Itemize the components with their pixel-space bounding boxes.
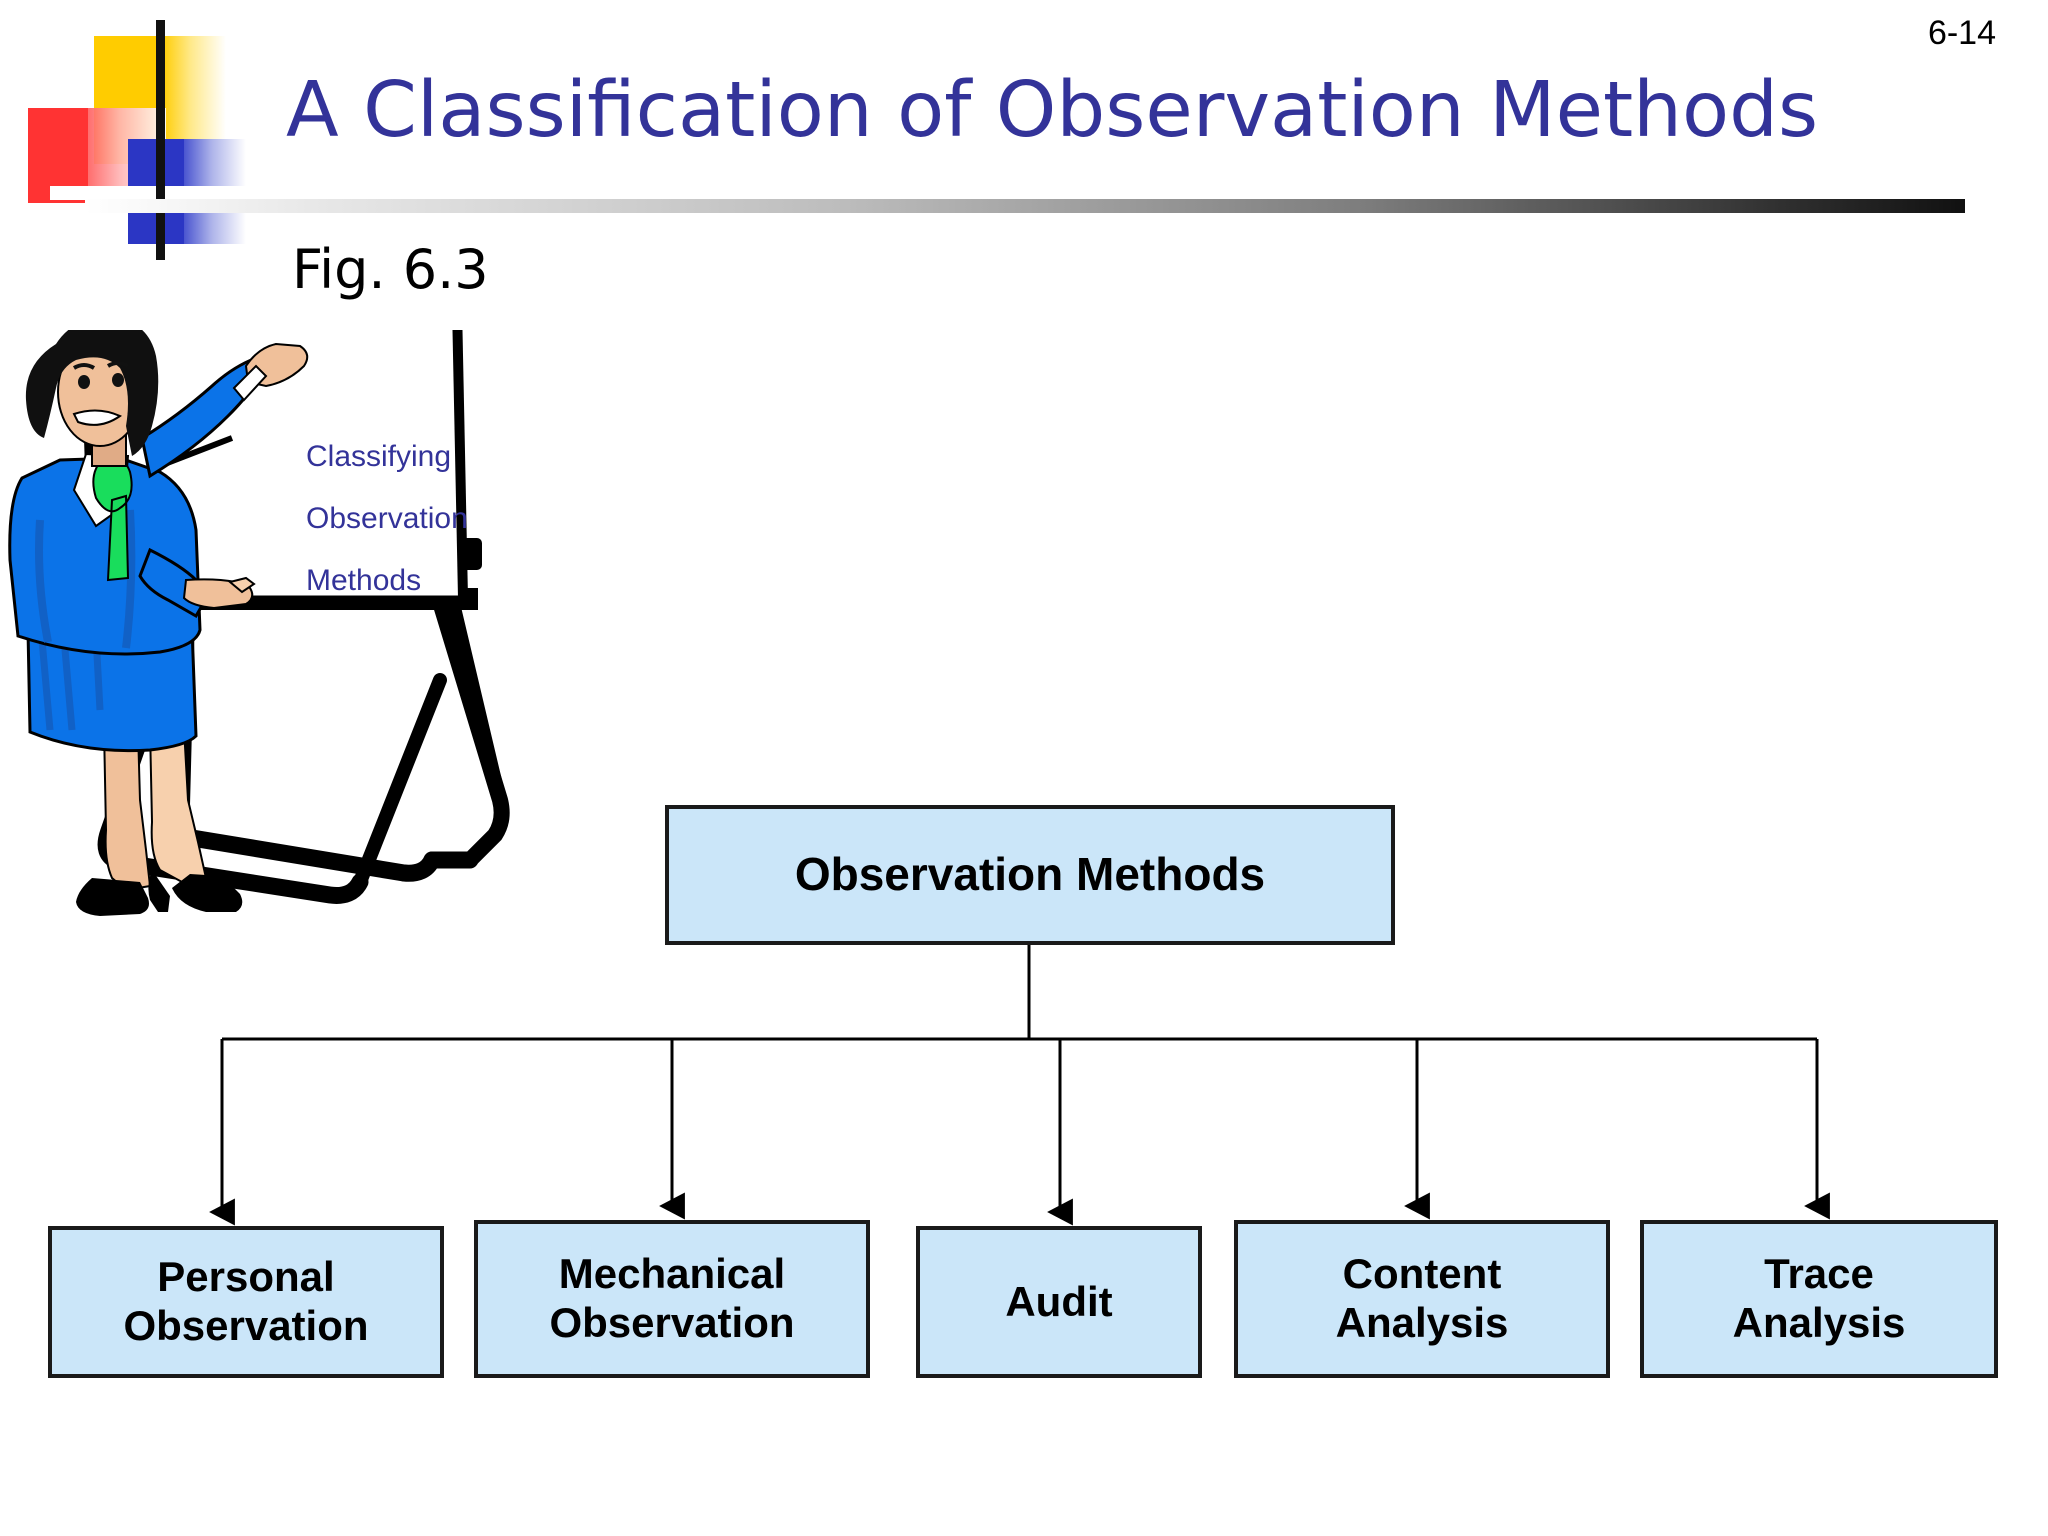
node-label-line1: Personal (157, 1253, 335, 1301)
shoe-right (172, 874, 243, 912)
node-label: Mechanical Observation (549, 1250, 794, 1347)
node-trace-analysis[interactable]: Trace Analysis (1640, 1220, 1998, 1378)
node-label: Personal Observation (123, 1253, 368, 1350)
flipchart-line-1: Classifying (306, 440, 452, 473)
flipchart-line-2: Observation (306, 502, 468, 535)
mouth (72, 409, 123, 426)
logo-mark (28, 20, 258, 260)
node-label: Observation Methods (794, 848, 1266, 901)
node-label-line2: Analysis (1335, 1299, 1509, 1346)
flipchart-line-3: Methods (306, 564, 422, 597)
node-personal-observation[interactable]: Personal Observation (48, 1226, 444, 1378)
presenter-illustration (8, 330, 510, 916)
node-label-line2: Analysis (1732, 1299, 1906, 1346)
logo-vertical-bar (156, 20, 165, 260)
woman-figure (8, 330, 309, 916)
node-label-line1: Mechanical (558, 1250, 786, 1298)
node-observation-methods[interactable]: Observation Methods (665, 805, 1395, 945)
scarf (92, 456, 133, 582)
hair (25, 330, 159, 456)
figure-caption: Fig. 6.3 (292, 238, 489, 301)
eye-left (78, 375, 90, 389)
node-label: Trace Analysis (1733, 1250, 1906, 1347)
node-label-line1: Trace (1764, 1250, 1874, 1298)
node-label-line1: Content (1342, 1250, 1502, 1298)
presenter-clipart (0, 330, 700, 1160)
title-divider-rule (85, 199, 1965, 213)
node-label-line2: Observation (549, 1299, 795, 1346)
jacket (8, 456, 202, 656)
node-label-line2: Observation (123, 1302, 369, 1349)
node-audit[interactable]: Audit (916, 1226, 1202, 1378)
node-mechanical-observation[interactable]: Mechanical Observation (474, 1220, 870, 1378)
slide-number: 6-14 (1927, 14, 1996, 52)
page-title: A Classification of Observation Methods (286, 66, 1819, 155)
node-label: Content Analysis (1336, 1250, 1509, 1347)
logo-white-bar (50, 186, 250, 200)
node-content-analysis[interactable]: Content Analysis (1234, 1220, 1610, 1378)
shoe-left (76, 878, 149, 916)
eye-right (112, 373, 124, 387)
node-label: Audit (1005, 1277, 1113, 1325)
